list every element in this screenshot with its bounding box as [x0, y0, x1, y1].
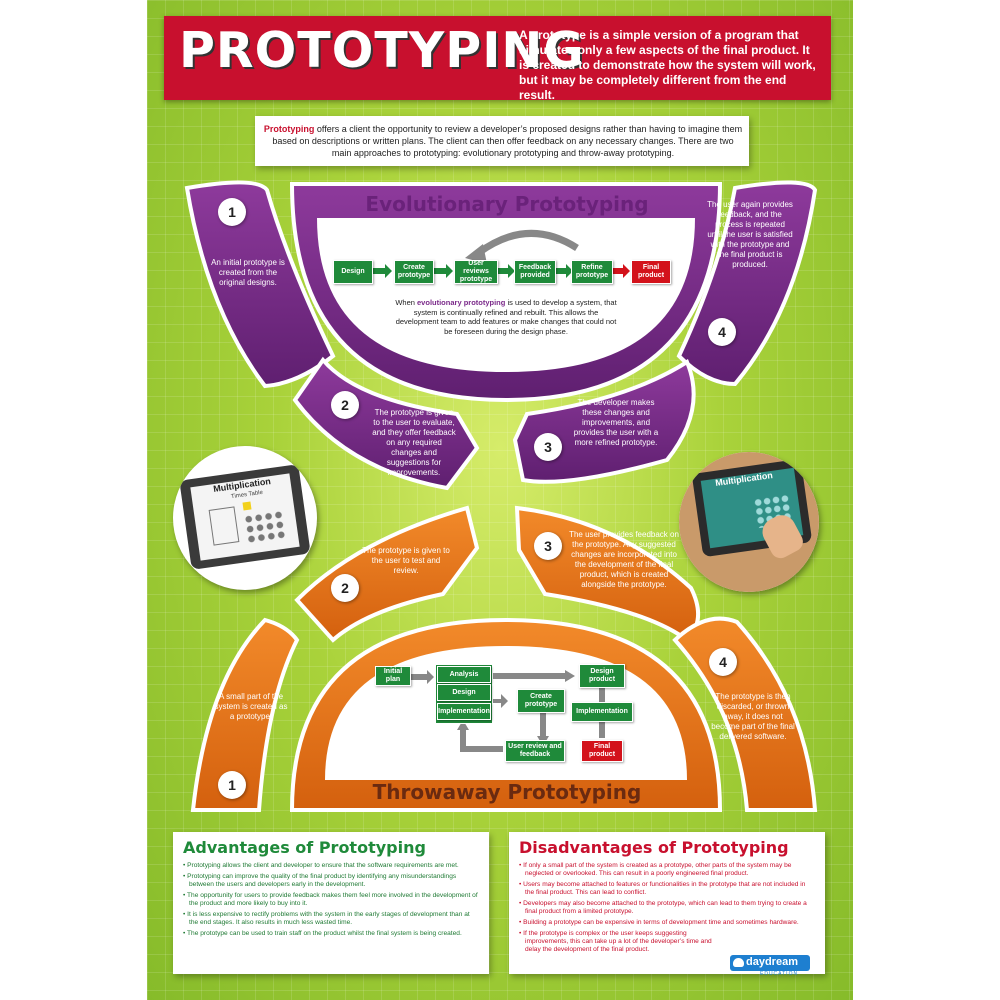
throwaway-tab-1	[190, 617, 300, 812]
advantage-item: It is less expensive to rectify problems…	[183, 911, 479, 927]
tw-step-1-text: A small part of the system is created as…	[214, 692, 288, 721]
tw-flow-implementation-2: Implementation	[571, 702, 633, 722]
title-banner	[164, 16, 831, 100]
definition-keyword: A prototype	[519, 28, 586, 42]
tablet-image-right: Multiplication	[679, 452, 819, 592]
evolutionary-description: When evolutionary prototyping is used to…	[393, 298, 619, 336]
evo-step-3-number: 3	[534, 433, 562, 461]
evo-step-4-number: 4	[708, 318, 736, 346]
evo-desc-keyword: evolutionary prototyping	[417, 298, 506, 307]
disadvantage-item: If only a small part of the system is cr…	[519, 862, 815, 878]
tw-step-1-number: 1	[218, 771, 246, 799]
evo-desc-pre: When	[395, 298, 418, 307]
disadvantages-heading: Disadvantages of Prototyping	[519, 838, 789, 857]
intro-box	[255, 116, 749, 166]
evolutionary-heading: Evolutionary Prototyping	[365, 192, 649, 216]
tw-step-2-number: 2	[331, 574, 359, 602]
disadvantage-item: If the prototype is complex or the user …	[519, 930, 815, 954]
throwaway-heading: Throwaway Prototyping	[372, 780, 642, 804]
throwaway-tab-2	[294, 505, 480, 643]
evo-tab-1	[184, 180, 336, 389]
evo-flow-refine: Refine prototype	[571, 260, 613, 284]
evo-flow-feedback: Feedback provided	[514, 260, 556, 284]
tw-flow-initial-plan: Initial plan	[375, 666, 411, 686]
evo-step-3-text: The developer makes these changes and im…	[573, 398, 659, 447]
tw-flow-design: Design	[437, 684, 491, 701]
brand-logo-text: daydream	[746, 956, 798, 968]
advantages-heading: Advantages of Prototyping	[183, 838, 426, 857]
cycle-arrow-head	[465, 244, 487, 264]
disadvantages-list: If only a small part of the system is cr…	[519, 862, 815, 957]
brand-logo: daydream EDUCATION	[730, 955, 810, 977]
tw-step-4-number: 4	[709, 648, 737, 676]
evo-step-1-text: An initial prototype is created from the…	[211, 258, 285, 287]
poster-board: PROTOTYPING A prototype is a simple vers…	[147, 0, 853, 1000]
evo-step-2-text: The prototype is given to the user to ev…	[372, 408, 456, 477]
page-title: PROTOTYPING	[179, 22, 585, 79]
evo-flow-user-reviews: User reviews prototype	[454, 260, 498, 284]
advantage-item: Prototyping allows the client and develo…	[183, 862, 479, 870]
tw-flow-final-product: Final product	[581, 740, 623, 762]
disadvantage-item: Building a prototype can be expensive in…	[519, 919, 815, 927]
left-margin	[0, 0, 147, 1000]
definition-text: is a simple version of a program that si…	[519, 28, 816, 102]
evo-flow-design: Design	[333, 260, 373, 284]
cycle-arrow	[474, 229, 579, 257]
evo-step-2-number: 2	[331, 391, 359, 419]
tw-flow-create-prototype: Create prototype	[517, 689, 565, 713]
cloud-icon	[733, 958, 744, 967]
disadvantage-item: Developers may also become attached to t…	[519, 900, 815, 916]
intro-keyword: Prototyping	[263, 124, 315, 134]
tw-step-3-text: The user provides feedback on the protot…	[569, 530, 679, 589]
advantage-item: The opportunity for users to provide fee…	[183, 892, 479, 908]
brand-logo-sub: EDUCATION	[760, 971, 799, 977]
throwaway-tab-3	[514, 505, 700, 643]
intro-body: offers a client the opportunity to revie…	[272, 124, 743, 158]
evo-flow-final-product: Final product	[631, 260, 671, 284]
evo-step-4-text: The user again provides feedback, and th…	[707, 200, 793, 269]
tw-flow-user-review: User review and feedback	[505, 740, 565, 762]
evo-flow-create-prototype: Create prototype	[394, 260, 434, 284]
tw-step-3-number: 3	[534, 532, 562, 560]
tw-flow-implementation: Implementation	[437, 703, 491, 720]
tw-step-2-text: The prototype is given to the user to te…	[362, 546, 450, 575]
right-margin	[853, 0, 1000, 1000]
evo-desc-post: is used to develop a system, that system…	[395, 298, 617, 336]
tw-step-4-text: The prototype is then discarded, or thro…	[711, 692, 795, 741]
tw-flow-analysis: Analysis	[437, 666, 491, 683]
disadvantage-item: Users may become attached to features or…	[519, 881, 815, 897]
advantages-list: Prototyping allows the client and develo…	[183, 862, 479, 941]
advantage-item: Prototyping can improve the quality of t…	[183, 873, 479, 889]
intro-text: Prototyping offers a client the opportun…	[263, 123, 743, 159]
evolutionary-inner	[317, 218, 695, 372]
advantage-item: The prototype can be used to train staff…	[183, 930, 479, 938]
evo-step-1-number: 1	[218, 198, 246, 226]
tw-flow-design-product: Design product	[579, 664, 625, 688]
tablet-image-left: Multiplication Times Table	[173, 446, 317, 590]
prototype-definition: A prototype is a simple version of a pro…	[519, 28, 819, 103]
